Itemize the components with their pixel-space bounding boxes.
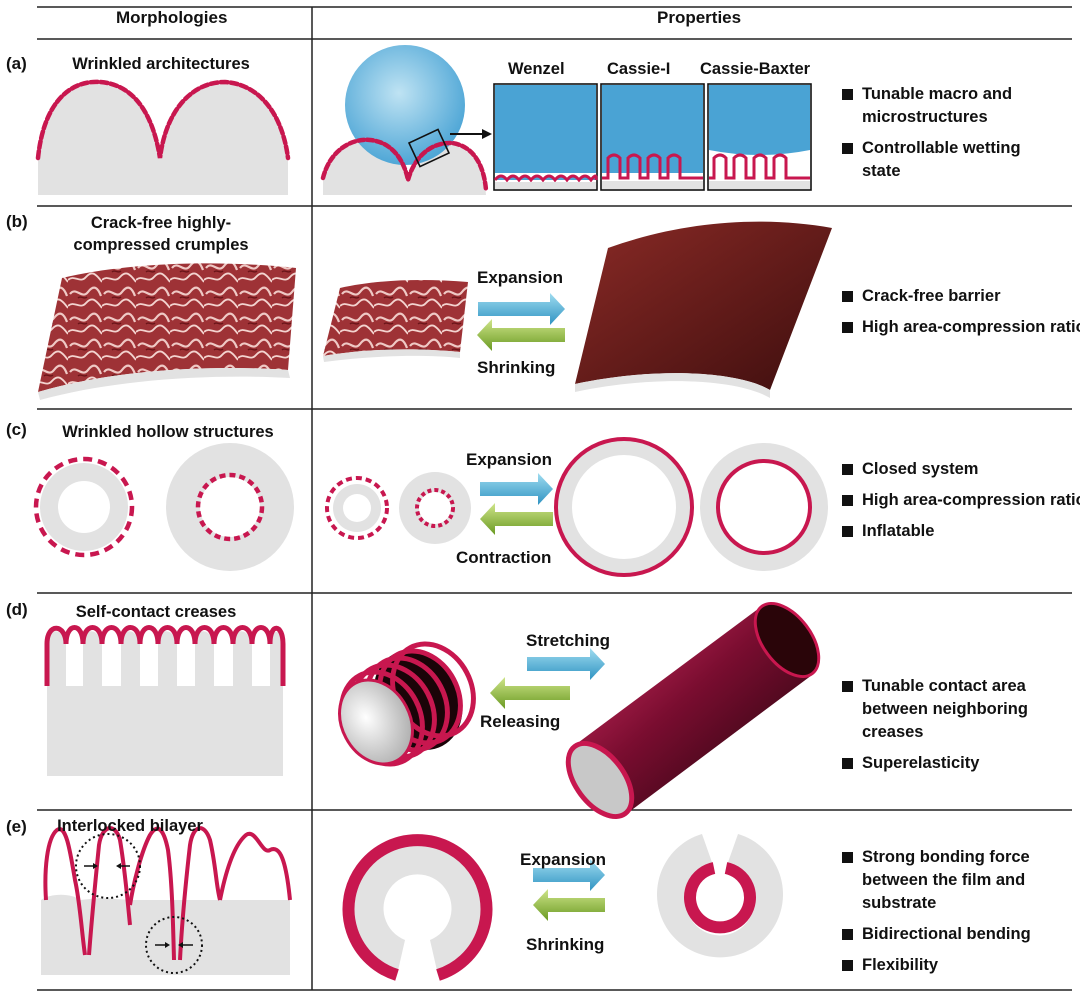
arrow-label-releasing: Releasing: [480, 712, 561, 731]
row-label-d: (d): [6, 600, 28, 619]
properties-list-d: Tunable contact area between neighboring…: [842, 675, 1072, 783]
arrow-label-shrinking: Shrinking: [477, 358, 556, 377]
row-label-e: (e): [6, 817, 27, 836]
property-item: High area-compression ratio: [842, 489, 1080, 512]
property-item: Strong bonding force between the film an…: [842, 846, 1080, 915]
property-item: Flexibility: [842, 954, 1080, 977]
state-label-cassie-baxter: Cassie-Baxter: [700, 60, 811, 78]
property-item: High area-compression ratio: [842, 316, 1080, 339]
property-item: Inflatable: [842, 520, 1080, 543]
row-label-b: (b): [6, 212, 28, 231]
property-item: Tunable contact area between neighboring…: [842, 675, 1072, 744]
arrow-label-expansion: Expansion: [477, 268, 563, 287]
arrow-label-stretching: Stretching: [526, 631, 611, 650]
row-title-a: Wrinkled architectures: [72, 55, 250, 73]
arrow-label-expansion: Expansion: [520, 850, 606, 869]
properties-list-c: Closed system High area-compression rati…: [842, 458, 1080, 551]
arrow-label-shrinking: Shrinking: [526, 935, 605, 954]
arrow-label-expansion: Expansion: [466, 450, 552, 469]
properties-list-e: Strong bonding force between the film an…: [842, 846, 1080, 985]
properties-list-b: Crack-free barrier High area-compression…: [842, 285, 1080, 347]
property-item: Controllable wetting state: [842, 137, 1062, 183]
row-title-c: Wrinkled hollow structures: [62, 423, 274, 441]
property-item: Bidirectional bending: [842, 923, 1080, 946]
state-label-cassie-i: Cassie-I: [607, 60, 671, 78]
property-item: Closed system: [842, 458, 1080, 481]
property-item: Superelasticity: [842, 752, 1072, 775]
properties-header: Properties: [657, 8, 742, 27]
properties-list-a: Tunable macro and microstructures Contro…: [842, 83, 1062, 191]
property-item: Tunable macro and microstructures: [842, 83, 1062, 129]
state-label-wenzel: Wenzel: [508, 60, 565, 78]
row-title-b: Crack-free highly-compressed crumples: [73, 214, 249, 254]
property-item: Crack-free barrier: [842, 285, 1080, 308]
row-label-c: (c): [6, 420, 27, 439]
arrow-label-contraction: Contraction: [456, 548, 552, 567]
morphologies-header: Morphologies: [116, 8, 228, 27]
row-title-d: Self-contact creases: [75, 603, 237, 621]
row-label-a: (a): [6, 54, 27, 73]
row-title-e: Interlocked bilayer: [57, 817, 203, 835]
